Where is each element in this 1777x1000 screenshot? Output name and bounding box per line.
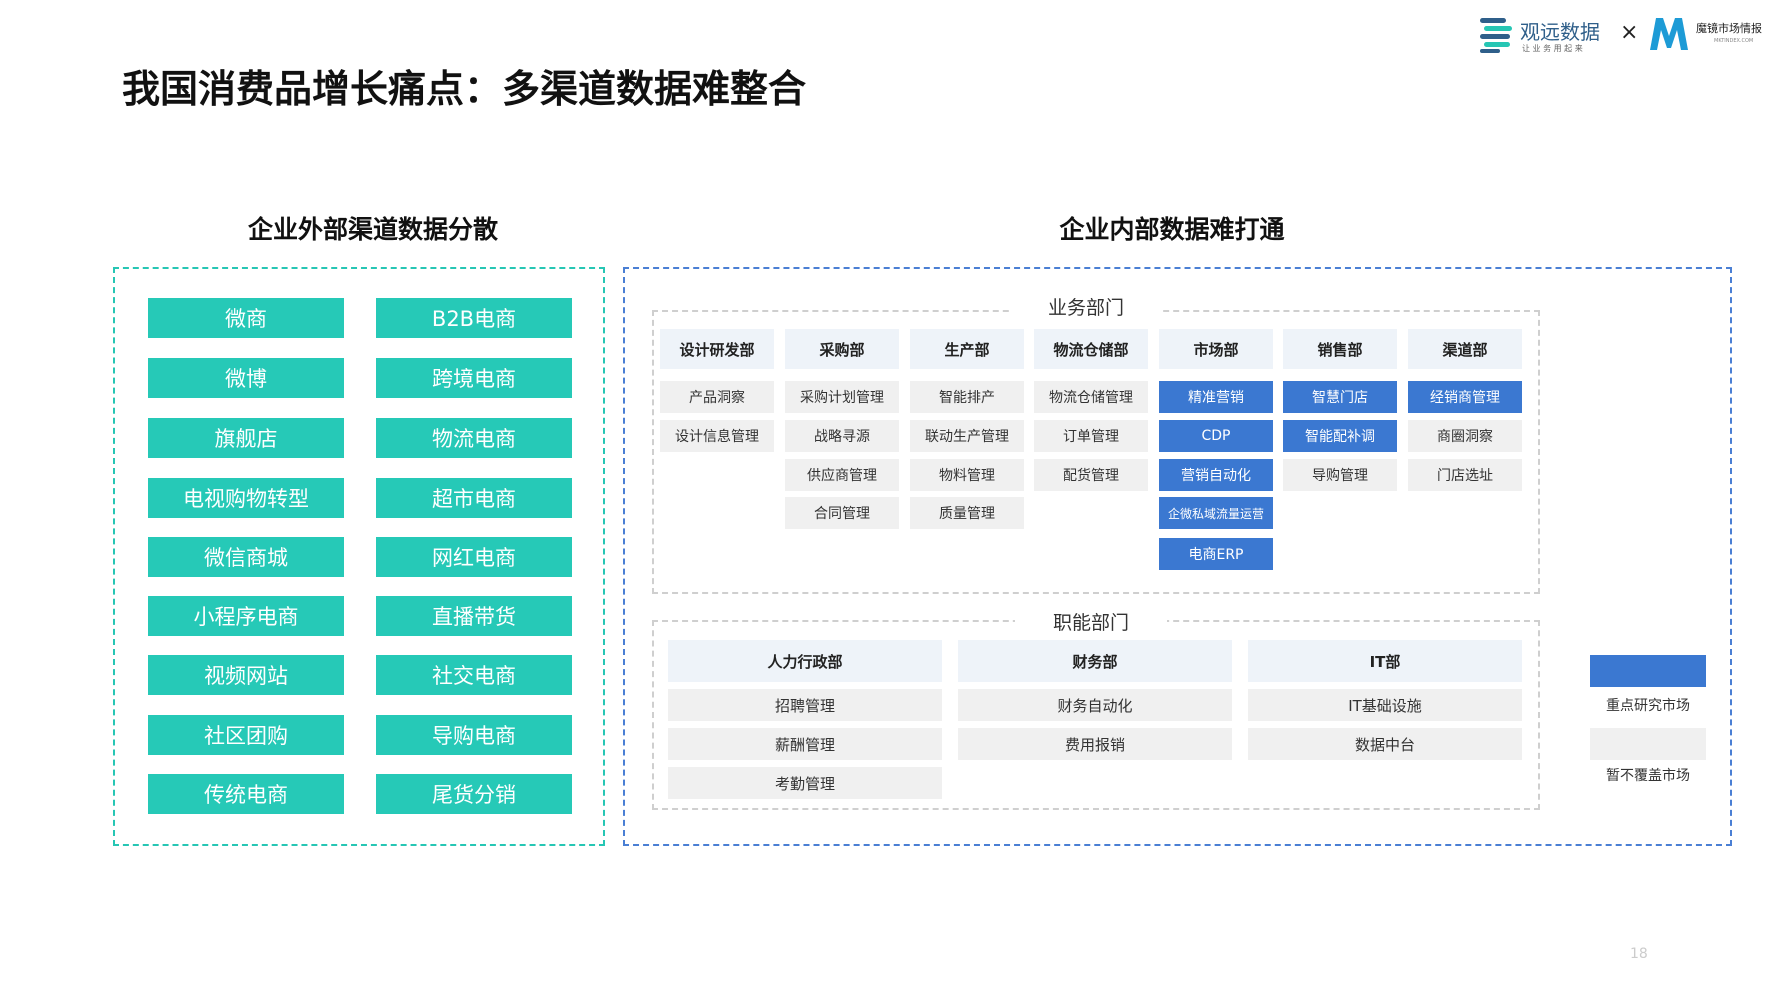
department-function: 经销商管理 <box>1408 381 1522 413</box>
legend-label: 重点研究市场 <box>1606 698 1690 714</box>
department-header: 渠道部 <box>1408 329 1522 369</box>
channel-tile: 旗舰店 <box>148 418 344 458</box>
logo-mojing: 魔镜市场情报 MKTINDEX.COM <box>1648 14 1776 54</box>
department-function: 采购计划管理 <box>785 381 899 413</box>
department-header: 物流仓储部 <box>1034 329 1148 369</box>
department-function: 企微私域流量运营 <box>1159 497 1273 529</box>
department-function: 考勤管理 <box>668 767 942 799</box>
department-function: 联动生产管理 <box>910 420 1024 452</box>
department-function: 门店选址 <box>1408 459 1522 491</box>
internal-data-box <box>623 267 1732 846</box>
department-function: 合同管理 <box>785 497 899 529</box>
department-function: 订单管理 <box>1034 420 1148 452</box>
page-title: 我国消费品增长痛点：多渠道数据难整合 <box>122 67 807 111</box>
channel-tile: 物流电商 <box>376 418 572 458</box>
legend-label: 暂不覆盖市场 <box>1606 768 1690 784</box>
external-channels-box <box>113 267 605 846</box>
department-function: 薪酬管理 <box>668 728 942 760</box>
guanyuan-tagline: 让 业 务 用 起 来 <box>1522 44 1583 53</box>
logo-separator: × <box>1620 20 1639 45</box>
department-header: 采购部 <box>785 329 899 369</box>
channel-tile: 直播带货 <box>376 596 572 636</box>
department-header: 市场部 <box>1159 329 1273 369</box>
department-function: 电商ERP <box>1159 538 1273 570</box>
department-header: 生产部 <box>910 329 1024 369</box>
logo-guanyuan: 观远数据 让 业 务 用 起 来 <box>1478 16 1612 56</box>
guanyuan-logo-icon <box>1480 18 1512 53</box>
department-function: 智慧门店 <box>1283 381 1397 413</box>
department-function: 设计信息管理 <box>660 420 774 452</box>
legend-swatch <box>1590 728 1706 760</box>
department-function: 配货管理 <box>1034 459 1148 491</box>
department-function: 招聘管理 <box>668 689 942 721</box>
department-header: IT部 <box>1248 640 1522 682</box>
department-function: 财务自动化 <box>958 689 1232 721</box>
department-header: 人力行政部 <box>668 640 942 682</box>
department-function: 费用报销 <box>958 728 1232 760</box>
channel-tile: B2B电商 <box>376 298 572 338</box>
department-function: 供应商管理 <box>785 459 899 491</box>
functional-departments-label: 职能部门 <box>1015 608 1168 635</box>
department-function: 营销自动化 <box>1159 459 1273 491</box>
department-header: 销售部 <box>1283 329 1397 369</box>
left-heading: 企业外部渠道数据分散 <box>247 215 498 244</box>
department-function: 精准营销 <box>1159 381 1273 413</box>
business-departments-label: 业务部门 <box>1010 293 1163 320</box>
guanyuan-brand-name: 观远数据 <box>1520 20 1600 44</box>
department-function: 导购管理 <box>1283 459 1397 491</box>
legend-swatch <box>1590 655 1706 687</box>
department-function: 商圈洞察 <box>1408 420 1522 452</box>
channel-tile: 超市电商 <box>376 478 572 518</box>
department-function: 数据中台 <box>1248 728 1522 760</box>
channel-tile: 微信商城 <box>148 537 344 577</box>
department-header: 财务部 <box>958 640 1232 682</box>
department-function: 战略寻源 <box>785 420 899 452</box>
channel-tile: 微博 <box>148 358 344 398</box>
department-function: 物料管理 <box>910 459 1024 491</box>
department-function: 物流仓储管理 <box>1034 381 1148 413</box>
department-function: 质量管理 <box>910 497 1024 529</box>
channel-tile: 传统电商 <box>148 774 344 814</box>
mojing-logo-icon <box>1650 18 1688 50</box>
channel-tile: 网红电商 <box>376 537 572 577</box>
channel-tile: 微商 <box>148 298 344 338</box>
channel-tile: 跨境电商 <box>376 358 572 398</box>
right-heading: 企业内部数据难打通 <box>1059 215 1285 244</box>
channel-tile: 社区团购 <box>148 715 344 755</box>
department-function: 智能排产 <box>910 381 1024 413</box>
department-function: IT基础设施 <box>1248 689 1522 721</box>
channel-tile: 导购电商 <box>376 715 572 755</box>
department-function: 智能配补调 <box>1283 420 1397 452</box>
department-function: 产品洞察 <box>660 381 774 413</box>
page-number: 18 <box>1630 946 1648 962</box>
mojing-sub: MKTINDEX.COM <box>1714 38 1754 44</box>
department-function: CDP <box>1159 420 1273 452</box>
channel-tile: 社交电商 <box>376 655 572 695</box>
mojing-brand-name: 魔镜市场情报 <box>1696 22 1762 35</box>
channel-tile: 视频网站 <box>148 655 344 695</box>
channel-tile: 小程序电商 <box>148 596 344 636</box>
channel-tile: 尾货分销 <box>376 774 572 814</box>
channel-tile: 电视购物转型 <box>148 478 344 518</box>
department-header: 设计研发部 <box>660 329 774 369</box>
